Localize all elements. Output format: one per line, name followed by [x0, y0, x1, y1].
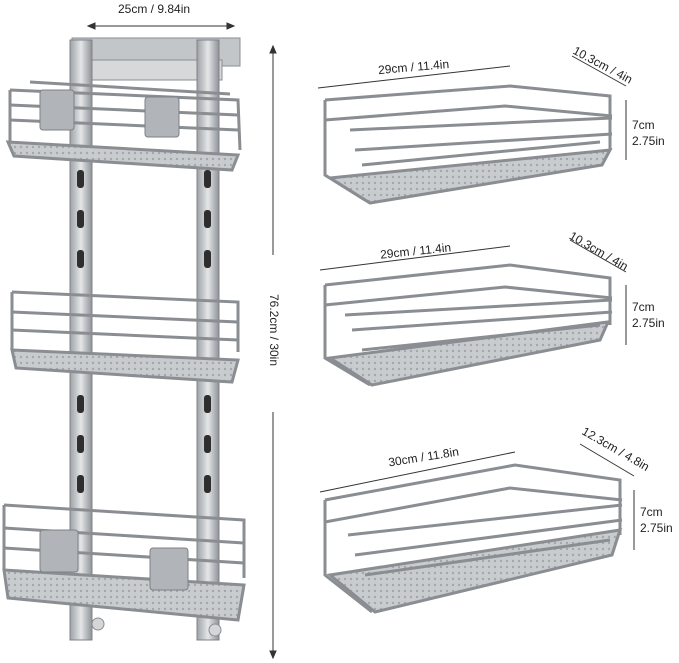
rack-height-label: 76.2cm / 30in: [267, 293, 281, 367]
basket-3: [323, 463, 623, 614]
hook-icon: [91, 617, 105, 631]
basket-2-height-cm: 7cm: [632, 300, 655, 314]
basket-1: [323, 84, 613, 205]
basket-3-height-cm: 7cm: [640, 505, 663, 519]
rack-width-label: 25cm / 9.84in: [118, 2, 191, 16]
adhesive-pad: [149, 547, 189, 591]
basket-2-height-in: 2.75in: [632, 316, 665, 330]
basket-1-height-in: 2.75in: [632, 134, 665, 148]
adhesive-pad: [39, 89, 75, 131]
basket-1-height-cm: 7cm: [632, 118, 655, 132]
adhesive-pad: [144, 96, 180, 138]
rack-dimension-lines: [86, 22, 277, 660]
basket-3-height-in: 2.75in: [640, 521, 673, 535]
basket-dimension-lines: [317, 55, 635, 550]
rack-shelf-middle: [10, 290, 240, 384]
hook-icon: [208, 623, 222, 637]
basket-2: [323, 263, 613, 387]
rack-assembly: [2, 37, 246, 641]
adhesive-pad: [39, 529, 79, 573]
